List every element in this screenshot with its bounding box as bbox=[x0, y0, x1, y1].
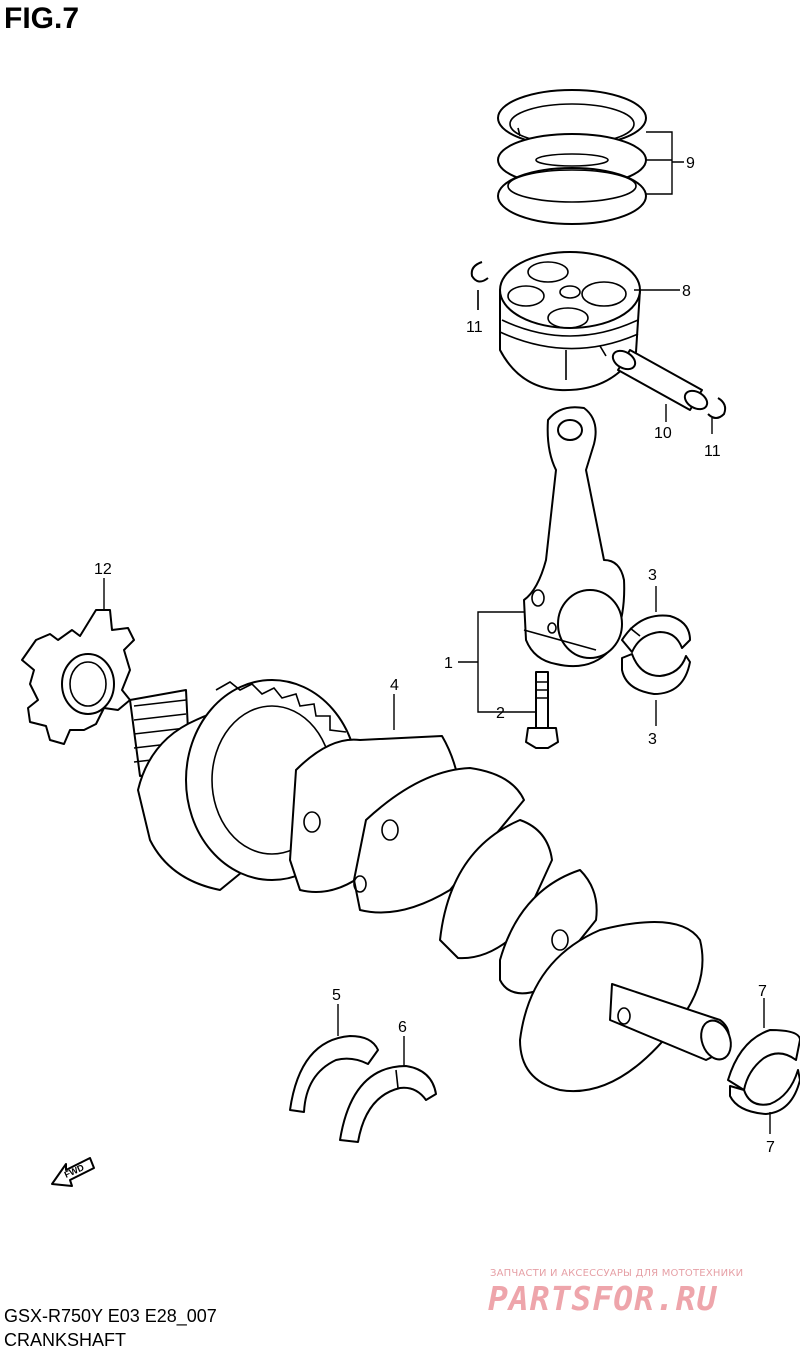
thrust-bearing-5[interactable] bbox=[289, 1035, 379, 1113]
thrust-bearing-6[interactable] bbox=[339, 1065, 437, 1143]
piston-pin-circlip-left[interactable] bbox=[470, 261, 489, 310]
callout-10: 10 bbox=[654, 425, 672, 442]
leader-lines bbox=[103, 131, 771, 1134]
callout-labels: 9 8 11 10 11 3 1 2 3 4 12 5 6 7 7 bbox=[94, 155, 775, 1156]
callout-3-upper: 3 bbox=[648, 567, 657, 584]
callout-5: 5 bbox=[332, 987, 341, 1004]
callout-12: 12 bbox=[94, 561, 112, 578]
section-name: CRANKSHAFT bbox=[4, 1330, 127, 1350]
callout-2: 2 bbox=[496, 705, 505, 722]
conrod-bolt[interactable] bbox=[525, 671, 559, 749]
callout-1: 1 bbox=[444, 655, 453, 672]
crankshaft[interactable] bbox=[129, 679, 736, 1093]
callout-4: 4 bbox=[390, 677, 399, 694]
callout-8: 8 bbox=[682, 283, 691, 300]
watermark-brand: PARTSFOR.RU bbox=[488, 1279, 718, 1318]
callout-7-upper: 7 bbox=[758, 983, 767, 1000]
connecting-rod[interactable] bbox=[523, 406, 626, 668]
callout-3-lower: 3 bbox=[648, 731, 657, 748]
crank-journal-bearing-lower[interactable] bbox=[729, 1069, 800, 1115]
callout-11-right: 11 bbox=[704, 443, 721, 460]
piston[interactable] bbox=[499, 251, 641, 392]
conrod-bearing-lower[interactable] bbox=[621, 653, 691, 695]
crank-journal-bearing-upper[interactable] bbox=[727, 1029, 800, 1091]
piston-pin-circlip-right[interactable] bbox=[707, 397, 727, 434]
model-code: GSX-R750Y E03 E28_007 bbox=[4, 1306, 217, 1326]
callout-11-left: 11 bbox=[466, 319, 483, 336]
piston-rings[interactable] bbox=[497, 89, 647, 225]
timing-sprocket[interactable] bbox=[21, 609, 135, 745]
fwd-arrow-icon: FWD bbox=[51, 1157, 95, 1187]
callout-9: 9 bbox=[686, 155, 695, 172]
watermark-subtitle: ЗАПЧАСТИ И АКСЕССУАРЫ ДЛЯ МОТОТЕХНИКИ bbox=[490, 1268, 744, 1279]
callout-6: 6 bbox=[398, 1019, 407, 1036]
piston-pin[interactable] bbox=[610, 347, 711, 422]
crank-timing-gear bbox=[215, 681, 347, 733]
figure-title: FIG.7 bbox=[4, 2, 80, 35]
callout-7-lower: 7 bbox=[766, 1139, 775, 1156]
conrod-bearing-upper[interactable] bbox=[621, 614, 691, 653]
